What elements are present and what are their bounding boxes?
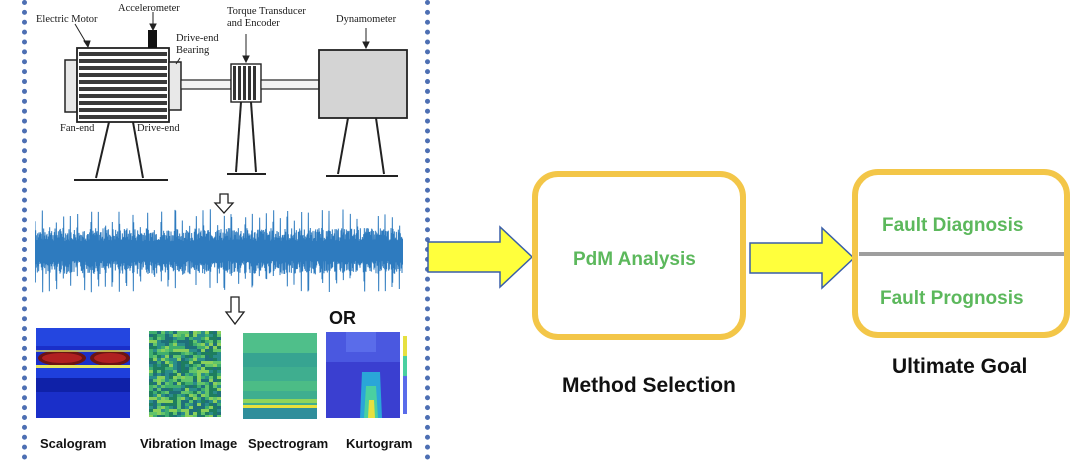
pdm-analysis-box xyxy=(532,171,746,340)
dynamometer-shape xyxy=(318,49,408,119)
label-electric-motor: Electric Motor xyxy=(36,14,98,25)
accelerometer-shape xyxy=(148,30,157,48)
label-drive-end: Drive-end xyxy=(137,123,180,134)
panel-left-border xyxy=(22,0,27,460)
electric-motor-shape xyxy=(64,47,182,123)
label-drive-end-bearing-line1: Drive-end xyxy=(176,33,219,44)
spectrogram-image xyxy=(243,333,317,419)
method-selection-caption: Method Selection xyxy=(562,374,736,397)
flow-arrow-to-goal xyxy=(749,226,856,290)
label-scalogram: Scalogram xyxy=(40,436,107,451)
flow-arrow-to-method xyxy=(427,225,534,289)
torque-transducer-shape xyxy=(230,63,262,103)
label-spectrogram: Spectrogram xyxy=(248,436,329,451)
label-vibration-image: Vibration Image xyxy=(140,436,238,451)
label-kurtogram: Kurtogram xyxy=(346,436,413,451)
panel-right-border xyxy=(425,0,430,460)
scalogram-image xyxy=(36,328,130,418)
test-rig-drawing xyxy=(64,12,408,181)
label-dynamometer: Dynamometer xyxy=(336,14,397,25)
shaft-left xyxy=(180,79,232,90)
or-label: OR xyxy=(329,308,356,328)
vibration-signal xyxy=(35,209,403,293)
vibration-image xyxy=(149,331,221,417)
label-pointers xyxy=(74,12,370,65)
goal-divider xyxy=(859,252,1064,256)
pdm-analysis-label: PdM Analysis xyxy=(573,249,696,270)
label-drive-end-bearing-line2: Bearing xyxy=(176,45,210,56)
label-fan-end: Fan-end xyxy=(60,123,95,134)
motor-stand xyxy=(74,121,168,181)
fault-diagnosis-label: Fault Diagnosis xyxy=(882,215,1024,236)
label-torque-line1: Torque Transducer xyxy=(227,6,306,17)
kurtogram-image xyxy=(326,332,407,418)
down-arrow-icon xyxy=(213,193,235,214)
fault-prognosis-label: Fault Prognosis xyxy=(880,288,1024,309)
transducer-stand xyxy=(227,101,266,175)
dynamometer-stand xyxy=(326,117,398,177)
down-arrow-icon xyxy=(224,296,246,326)
shaft-right xyxy=(260,79,320,90)
ultimate-goal-caption: Ultimate Goal xyxy=(892,355,1028,378)
label-torque-line2: and Encoder xyxy=(227,18,280,29)
label-accelerometer: Accelerometer xyxy=(118,3,180,14)
